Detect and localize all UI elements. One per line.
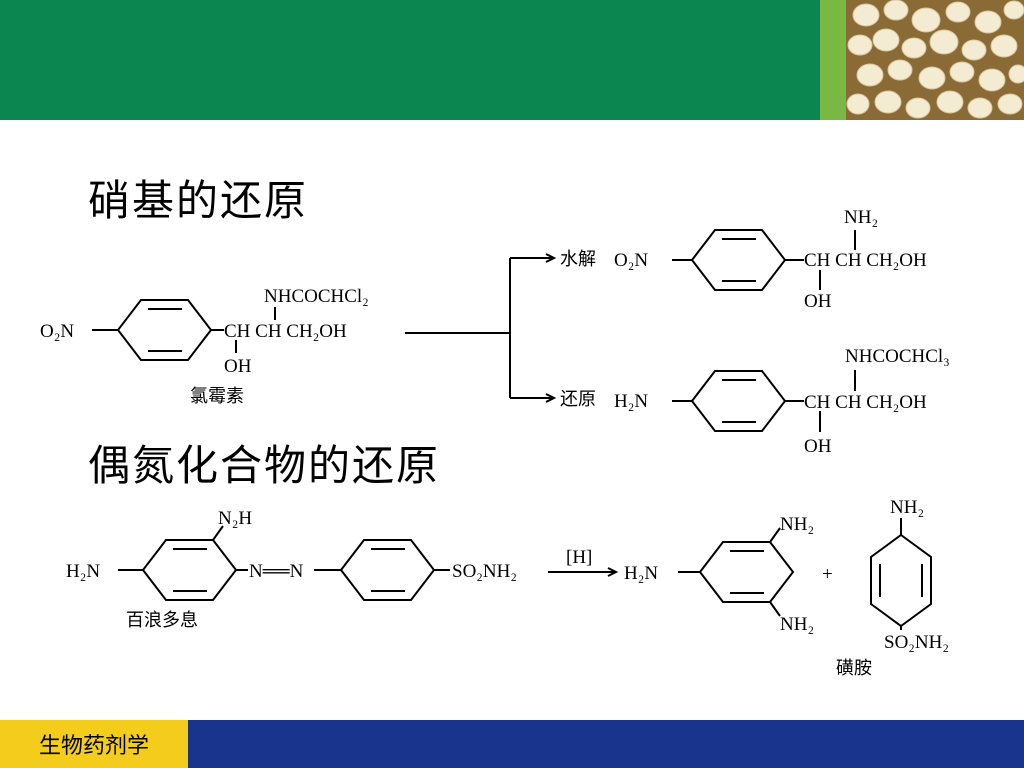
triaminobenzene-nh2-top: NH₂: [780, 514, 814, 535]
header-bar: [0, 0, 820, 120]
header-photo-mushrooms: [846, 0, 1024, 120]
hydrolysis-label: 水解: [560, 249, 596, 270]
triaminobenzene-ring: [698, 541, 795, 603]
sulfanilamide-name: 磺胺: [836, 658, 872, 679]
chloramphenicol-name: 氯霉素: [190, 386, 244, 407]
sulfanilamide-so2nh2: SO₂NH₂: [884, 632, 949, 653]
section-title-azo-reduction: 偶氮化合物的还原: [88, 441, 441, 490]
section-title-nitro-reduction: 硝基的还原: [88, 176, 309, 225]
hydrolysis-chain: CH CH CH₂OH: [804, 250, 927, 271]
prontosil-n2h: N₂H: [218, 508, 252, 529]
header-accent-stripe: [820, 0, 846, 120]
reduction-reagent: [H]: [566, 547, 592, 568]
prontosil-azo-bond: N══N: [249, 561, 304, 582]
hydrolysis-o2n: O₂N: [614, 250, 648, 271]
reduction-side-group: NHCOCHCl₃: [845, 346, 950, 367]
footer-course-label: 生物药剂学: [0, 720, 188, 768]
sulfanilamide-nh2: NH₂: [890, 497, 924, 518]
reaction-diagram: O₂N NHCOCHCl₂ CH CH CH₂OH OH 氯霉素 水解 O₂N …: [40, 207, 950, 679]
prontosil-so2nh2: SO₂NH₂: [452, 561, 517, 582]
triaminobenzene-h2n: H₂N: [624, 563, 658, 584]
reduction-oh: OH: [804, 436, 832, 457]
chloramphenicol-oh: OH: [224, 356, 252, 377]
plus-sign: +: [822, 564, 833, 585]
prontosil-h2n: H₂N: [66, 561, 100, 582]
hydrolysis-oh: OH: [804, 291, 832, 312]
reduction-chain: CH CH CH₂OH: [804, 392, 927, 413]
chloramphenicol-side-group: NHCOCHCl₂: [264, 286, 369, 307]
triaminobenzene-nh2-bottom: NH₂: [780, 614, 814, 635]
reduction-h2n: H₂N: [614, 391, 648, 412]
prontosil-name: 百浪多息: [126, 610, 198, 631]
chloramphenicol-o2n: O₂N: [40, 321, 74, 342]
chloramphenicol-chain: CH CH CH₂OH: [224, 321, 347, 342]
reduction-label: 还原: [560, 389, 596, 410]
hydrolysis-nh2: NH₂: [844, 207, 878, 228]
reaction-lines: [92, 229, 932, 630]
